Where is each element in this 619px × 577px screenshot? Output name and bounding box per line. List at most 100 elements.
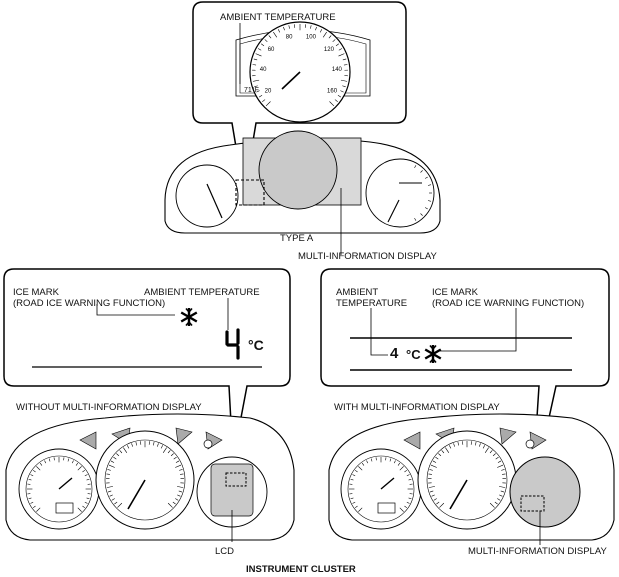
gauge-tick	[283, 26, 285, 31]
right-temp-value: 4	[390, 345, 399, 362]
gauge-tick	[399, 466, 404, 471]
gauge-tick	[427, 200, 431, 202]
gauge-tick	[429, 490, 434, 493]
gauge-tick	[127, 445, 130, 449]
gauge-tick	[358, 466, 363, 471]
gauge-tick	[404, 505, 408, 509]
top-multi-info-label: MULTI-INFORMATION DISPLAY	[298, 251, 437, 262]
gauge-tick	[255, 53, 262, 57]
gauge-tick	[424, 176, 428, 179]
left-temp-unit: °C	[248, 337, 264, 353]
gauge-tick	[175, 464, 182, 468]
gauge-tick	[338, 53, 345, 57]
gauge-tick	[438, 453, 442, 457]
gauge-tick	[252, 79, 260, 82]
gauge-tick	[36, 507, 41, 512]
gauge-tick	[361, 462, 365, 466]
gauge-tick	[340, 90, 344, 93]
gauge-tick	[420, 213, 423, 216]
gauge-tick	[435, 456, 439, 460]
gauge-tick	[501, 469, 505, 471]
speed-tick-label: 100	[306, 35, 317, 41]
gauge-tick	[494, 501, 498, 505]
speed-needle	[281, 71, 301, 90]
gauge-tick	[258, 94, 263, 98]
footer-title: INSTRUMENT CLUSTER	[246, 564, 356, 575]
lcd-screen	[210, 463, 254, 517]
gauge-tick	[350, 478, 354, 481]
gauge-tick	[334, 99, 338, 102]
gauge-tick	[131, 443, 133, 447]
temp-highlight-box	[235, 179, 265, 206]
gauge-tick	[179, 469, 183, 471]
gauge-tick	[84, 474, 88, 477]
gauge-tick	[113, 456, 117, 460]
gauge-tick	[389, 458, 392, 462]
gauge-tick	[39, 462, 43, 466]
gauge-tick	[350, 497, 354, 500]
gauge-tick	[497, 460, 502, 463]
gauge-tick	[119, 450, 123, 454]
left-caption: WITHOUT MULTI-INFORMATION DISPLAY	[16, 402, 202, 413]
gauge-tick	[110, 460, 115, 463]
gauge-tick	[84, 501, 88, 504]
gauge-tick	[175, 460, 180, 463]
gauge-tick	[77, 507, 82, 512]
gauge-tick	[107, 469, 111, 471]
gauge-tick	[178, 490, 183, 493]
gauge-tick	[44, 460, 47, 464]
gauge-tick	[30, 501, 34, 504]
gauge-tick	[499, 494, 503, 497]
gauge-tick	[167, 450, 171, 454]
gauge-tick	[28, 497, 32, 500]
right-ice-mark-sub-label: (ROAD ICE WARNING FUNCTION)	[432, 298, 585, 309]
gauge-tick	[111, 498, 115, 501]
gauge-tick	[106, 486, 113, 488]
gauge-tick	[75, 462, 79, 466]
left-ambient-temp-label: AMBIENT TEMPERATURE	[144, 287, 260, 298]
gauge-tick	[479, 443, 481, 447]
gauge-tick	[414, 165, 417, 169]
multi-info-display-bottom	[509, 456, 581, 528]
gauge-tick	[484, 447, 489, 453]
gauge-tick	[157, 443, 159, 447]
gauge-tick	[337, 94, 342, 98]
gauge-tick	[354, 469, 358, 473]
right-caption: WITH MULTI-INFORMATION DISPLAY	[334, 402, 500, 413]
top-temp-readout: 71°F	[244, 87, 259, 94]
gauge-tick	[114, 501, 118, 505]
gauge-tick	[177, 486, 184, 488]
gauge-tick	[260, 43, 265, 47]
gauge-tick	[109, 494, 113, 497]
gauge-tick	[36, 466, 41, 471]
lcd-label: LCD	[215, 546, 235, 557]
gauge-tick	[441, 450, 445, 454]
left-gauge-needle	[206, 183, 223, 219]
gauge-tick	[492, 453, 496, 457]
gauge-tick	[277, 29, 281, 33]
gauge-tick	[253, 58, 258, 61]
gauge-tick	[82, 505, 86, 509]
gauge-tick	[424, 207, 428, 210]
gauge-tick	[32, 505, 36, 509]
speed-tick-label: 40	[260, 67, 267, 73]
gauge-tick	[265, 101, 271, 107]
gauge-tick	[172, 501, 176, 505]
gauge-tick	[428, 473, 432, 475]
gauge-tick	[370, 458, 373, 462]
speed-tick-label: 60	[268, 47, 275, 53]
gauge-tick	[328, 35, 332, 39]
gauge-tick	[397, 462, 401, 466]
gauge-tick	[366, 460, 369, 464]
gauge-tick	[108, 464, 115, 468]
right-ambient-label-line1: AMBIENT	[336, 287, 379, 298]
gauge-tick	[430, 464, 437, 468]
gauge-tick	[170, 453, 174, 457]
right-ice-mark-label: ICE MARK	[432, 287, 478, 298]
gauge-tick	[404, 469, 408, 473]
gauge-tick	[268, 35, 272, 39]
gauge-tick	[352, 474, 356, 477]
gauge-tick	[28, 478, 32, 481]
gauge-tick	[445, 447, 450, 453]
